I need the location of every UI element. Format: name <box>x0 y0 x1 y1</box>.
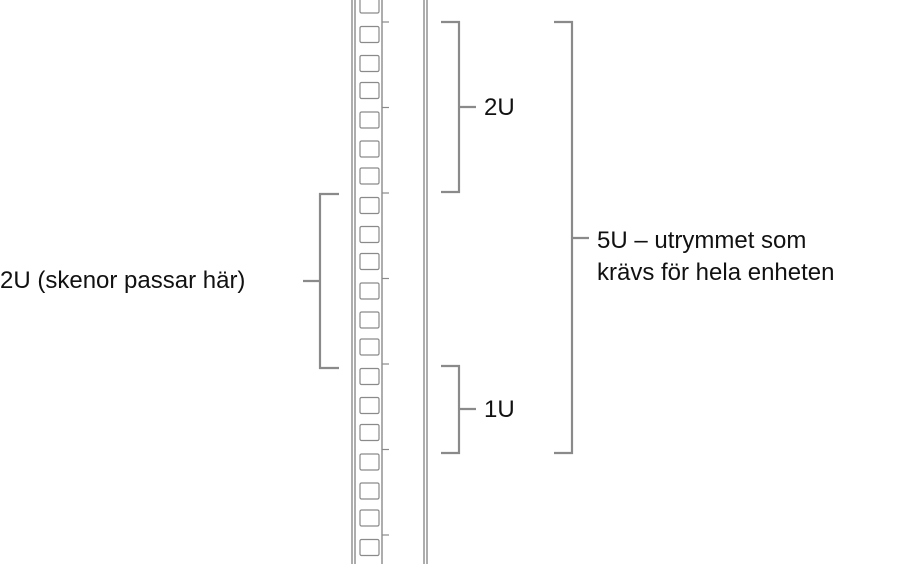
rack-hole <box>359 482 380 500</box>
label-bottom-1u: 1U <box>484 396 515 423</box>
rack-hole <box>359 81 380 100</box>
bracket-top-right <box>441 20 476 194</box>
bracket-bottom-right <box>441 364 476 455</box>
label-top-2u: 2U <box>484 94 515 121</box>
label-total-line1: 5U – utrymmet som <box>597 227 807 254</box>
rack-hole <box>359 54 380 73</box>
rack-holes <box>359 0 389 557</box>
rack-hole <box>359 509 380 527</box>
bracket-left-rails <box>303 192 339 370</box>
rack-hole <box>359 0 380 14</box>
rack-rail <box>351 0 428 564</box>
rack-hole <box>359 282 380 300</box>
rack-hole <box>359 453 380 471</box>
rack-hole <box>359 111 380 129</box>
rack-hole <box>359 196 380 215</box>
rack-hole <box>359 367 380 386</box>
label-left-rails: 2U (skenor passar här) <box>0 267 246 294</box>
rack-hole <box>359 25 380 44</box>
rack-hole <box>359 423 380 442</box>
rack-hole <box>359 167 380 185</box>
rack-hole <box>359 252 380 271</box>
rack-hole <box>359 140 380 158</box>
rack-hole <box>359 225 380 244</box>
rack-hole <box>359 396 380 415</box>
rack-hole <box>359 311 380 329</box>
rack-hole <box>359 538 380 557</box>
label-total-line2: krävs för hela enheten <box>597 259 835 286</box>
rack-hole <box>359 338 380 356</box>
bracket-total <box>554 20 589 455</box>
